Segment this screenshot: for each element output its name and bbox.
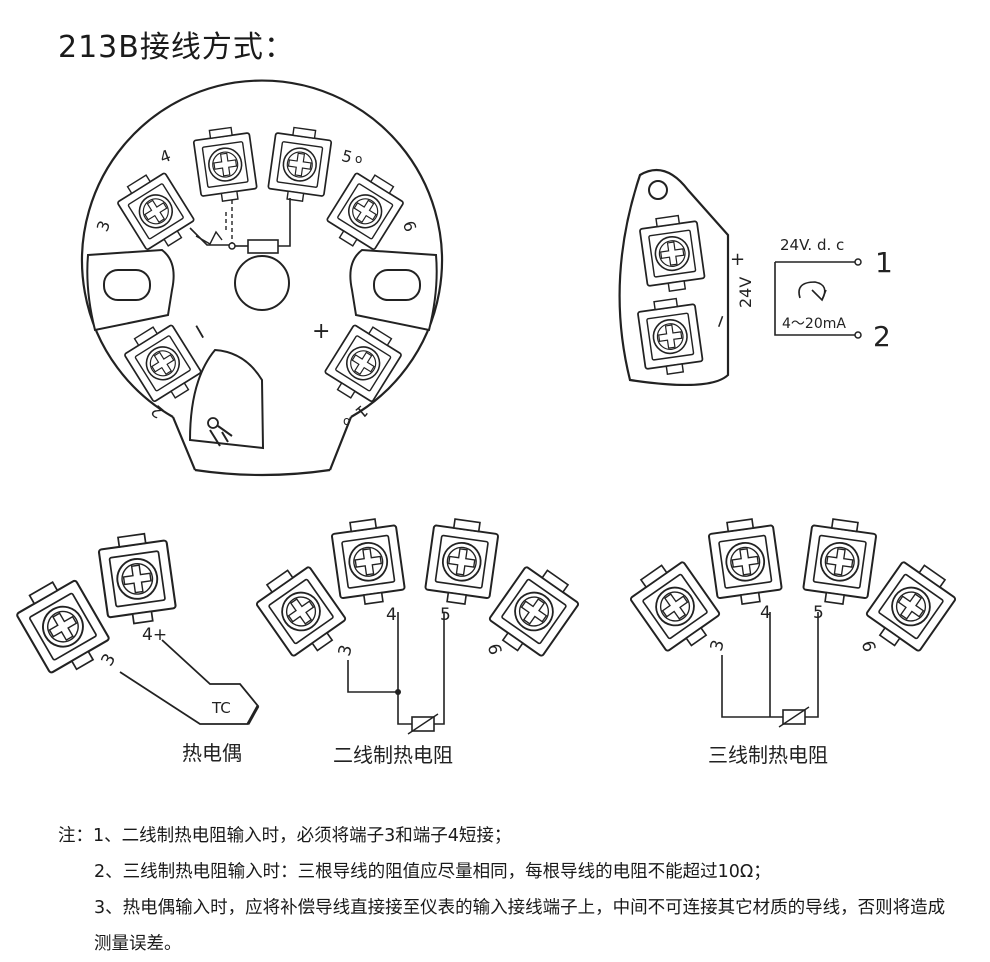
- ground-icon: [207, 417, 233, 447]
- tc-caption: 热电偶: [182, 741, 242, 765]
- note-1: 注：1、二线制热电阻输入时，必须将端子3和端子4短接；: [58, 826, 512, 846]
- tc-terminal-4: [96, 529, 179, 628]
- head-label-2: 2: [147, 401, 167, 422]
- note-2: 2、三线制热电阻输入时：三根导线的阻值应尽量相同，每根导线的电阻不能超过10Ω；: [94, 862, 771, 882]
- head-label-1-dot: o: [343, 414, 350, 428]
- tc-terminal-3: [10, 570, 116, 683]
- notes: 注：1、二线制热电阻输入时，必须将端子3和端子4短接； 2、三线制热电阻输入时：…: [58, 818, 958, 962]
- 2w-label-6: 6: [483, 642, 505, 658]
- head-minus: −: [184, 318, 215, 346]
- 2w-label-5: 5: [440, 605, 451, 625]
- 3w-label-6: 6: [857, 639, 879, 655]
- head-label-3: 3: [93, 218, 114, 234]
- tc-label-4: 4+: [142, 625, 167, 645]
- 3w-terminal-5: [800, 515, 879, 609]
- head-terminal-4: [191, 124, 259, 205]
- head-terminal-1: [319, 317, 407, 410]
- 2w-caption: 二线制热电阻: [333, 743, 453, 767]
- head-terminal-3: [112, 165, 200, 258]
- loop-output-2: 2: [873, 320, 891, 353]
- 2w-label-3: 3: [335, 643, 357, 659]
- page-title: 213B接线方式：: [58, 30, 295, 65]
- head-label-5: 5: [340, 146, 355, 167]
- 2w-terminal-5: [422, 515, 501, 609]
- 2w-terminal-4: [329, 515, 408, 609]
- thermocouple-wiring: 3 4+ TC 热电偶: [10, 529, 260, 765]
- head-plus: +: [312, 319, 330, 344]
- note-3: 3、热电偶输入时，应将补偿导线直接接至仪表的输入接线端子上，中间不可连接其它材质…: [94, 898, 946, 954]
- head-terminal-5: [266, 124, 334, 205]
- 3w-terminal-4: [706, 515, 785, 609]
- three-wire-rtd-wiring: 3 4 5 6 三线制热电阻: [623, 515, 963, 767]
- head-terminal-6: [321, 165, 409, 258]
- 3w-label-5: 5: [813, 603, 824, 623]
- loop-voltage: 24V. d. c: [780, 236, 844, 254]
- loop-supply-minus: −: [708, 311, 733, 332]
- 3w-label-3: 3: [707, 638, 729, 654]
- two-wire-rtd-wiring: 3 4 5 6 二线制热电阻: [249, 515, 586, 767]
- sensor-head: 4 5 o 3 6 2 1 o + −: [80, 79, 444, 477]
- 3w-label-4: 4: [760, 603, 771, 623]
- loop-current: 4～20mA: [782, 316, 846, 332]
- tc-label: TC: [211, 699, 231, 717]
- loop-wiring: 24V + − 24V. d. c 4～20mA 1 2: [618, 168, 893, 387]
- loop-supply-label: 24V: [736, 277, 755, 308]
- 2w-label-4: 4: [386, 605, 397, 625]
- loop-supply-plus: +: [730, 249, 745, 270]
- 3w-caption: 三线制热电阻: [708, 743, 828, 767]
- head-label-4: 4: [157, 146, 173, 167]
- head-label-5-dot: o: [355, 152, 362, 166]
- head-label-6: 6: [399, 218, 420, 234]
- tc-label-3: 3: [97, 650, 120, 669]
- loop-output-1: 1: [875, 246, 893, 279]
